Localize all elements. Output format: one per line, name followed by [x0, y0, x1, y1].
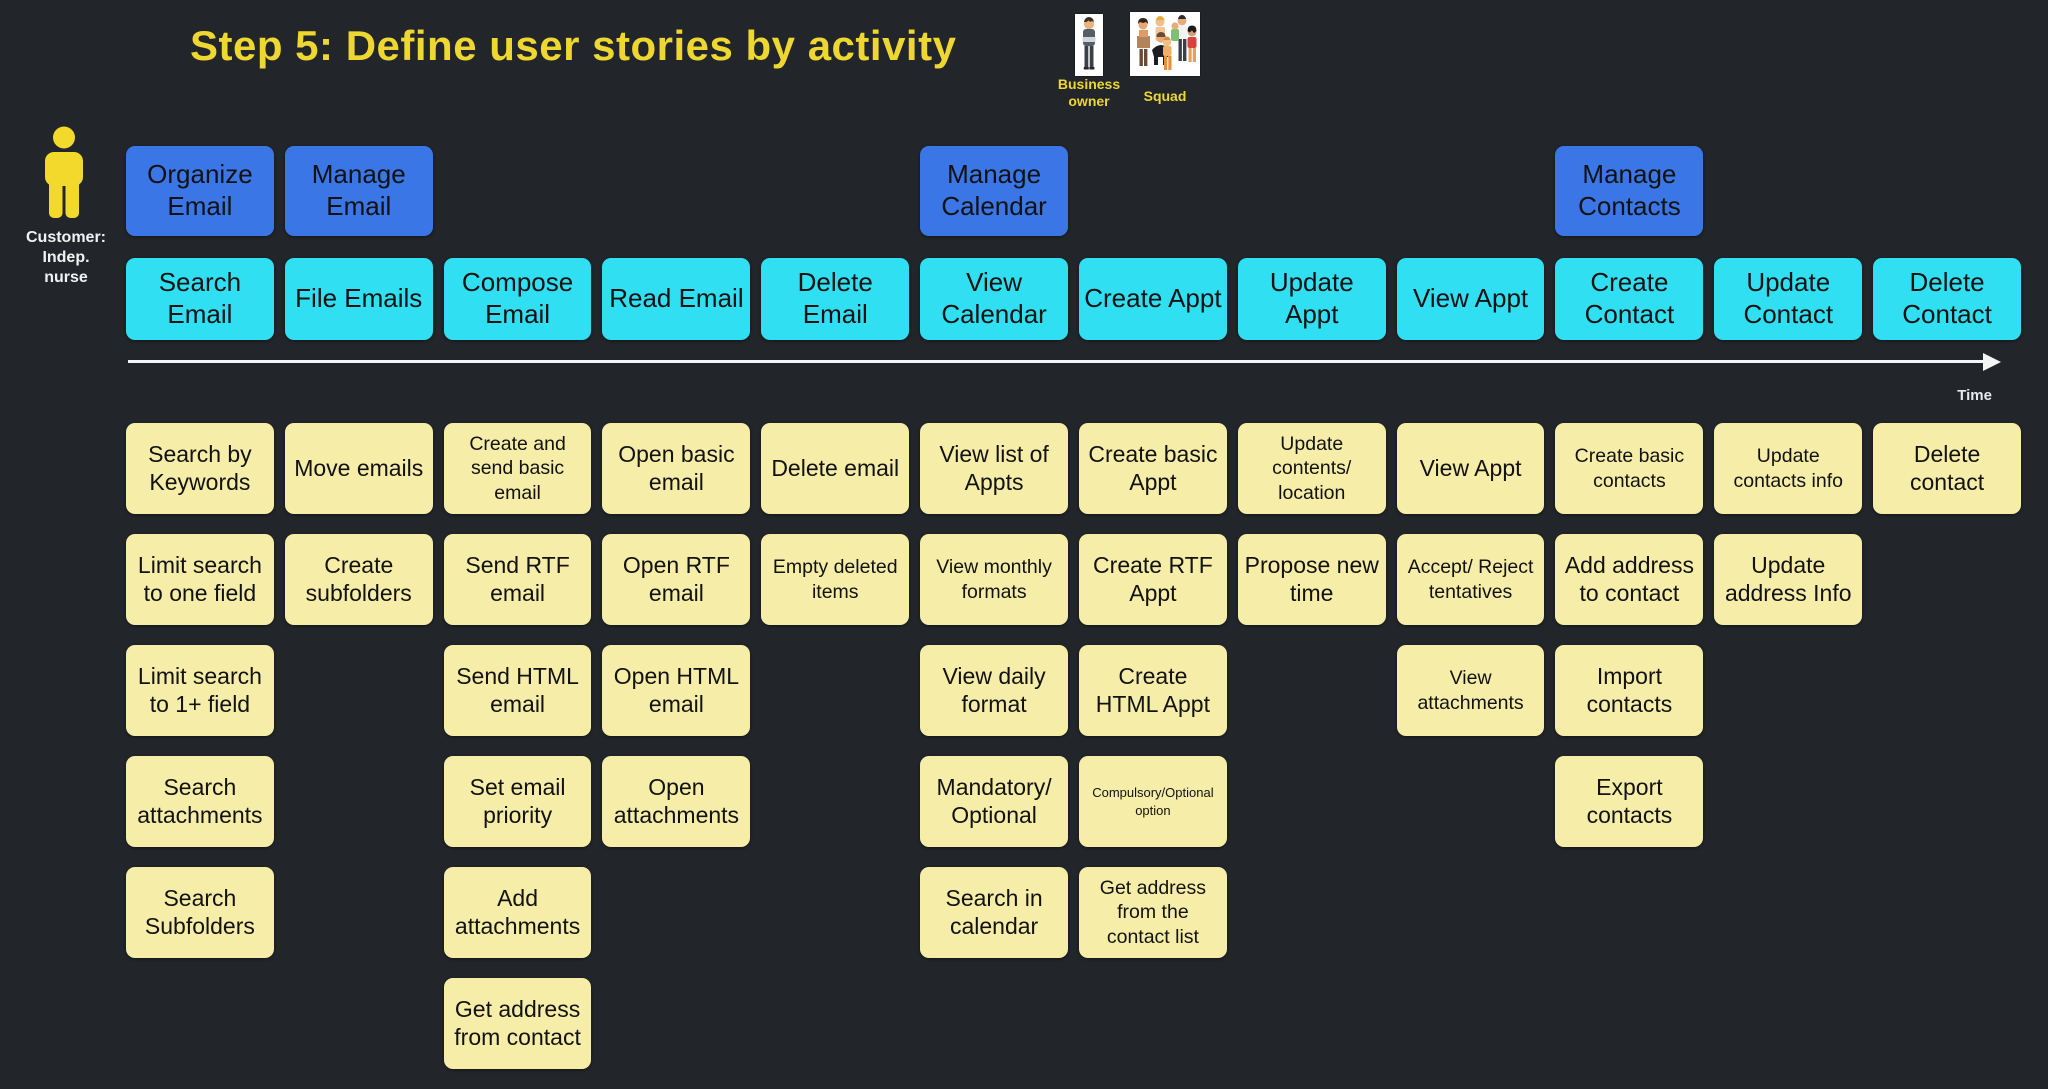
story-card[interactable]: Open basic email [602, 423, 751, 514]
story-card[interactable]: Move emails [284, 423, 433, 514]
arrowhead-icon [1983, 352, 2001, 371]
activity-card[interactable]: Update Contact [1714, 258, 1863, 340]
story-card[interactable]: Search Subfolders [126, 867, 274, 958]
story-card[interactable]: Add address to contact [1555, 534, 1704, 625]
story-card[interactable]: View monthly formats [920, 534, 1068, 625]
story-card[interactable]: Update contents/ location [1237, 423, 1386, 514]
business-owner-illustration [1075, 14, 1103, 76]
customer-label-line3: nurse [44, 269, 88, 286]
epic-card[interactable]: Organize Email [126, 146, 274, 236]
story-card[interactable]: Compulsory/Optional option [1078, 756, 1227, 847]
business-owner-label: Business owner [1057, 76, 1121, 109]
story-card[interactable]: Search attachments [126, 756, 274, 847]
story-card[interactable]: Search in calendar [920, 867, 1068, 958]
epic-card[interactable]: Manage Calendar [920, 146, 1068, 236]
epic-card[interactable]: Manage Contacts [1555, 146, 1704, 236]
story-card[interactable]: Limit search to one field [126, 534, 274, 625]
story-card[interactable]: Open RTF email [602, 534, 751, 625]
customer-label-line1: Customer: [25, 229, 106, 246]
squad-illustration [1130, 12, 1200, 76]
story-card[interactable]: Update address Info [1714, 534, 1863, 625]
activity-card[interactable]: Search Email [126, 258, 274, 340]
activity-card[interactable]: Update Appt [1237, 258, 1386, 340]
story-card[interactable]: Add attachments [443, 867, 592, 958]
story-card[interactable]: Create RTF Appt [1078, 534, 1227, 625]
squad-image[interactable] [1130, 12, 1200, 76]
customer-label-line2: Indep. [42, 249, 90, 266]
story-card[interactable]: Open HTML email [602, 645, 751, 736]
story-card[interactable]: Send RTF email [443, 534, 592, 625]
story-card[interactable]: Set email priority [443, 756, 592, 847]
story-card[interactable]: Propose new time [1237, 534, 1386, 625]
activity-card[interactable]: Delete Contact [1873, 258, 2021, 340]
story-card[interactable]: Empty deleted items [761, 534, 910, 625]
activity-card[interactable]: View Calendar [920, 258, 1068, 340]
activity-card[interactable]: Read Email [602, 258, 751, 340]
customer-label: Customer: Indep. nurse [8, 228, 124, 288]
story-card[interactable]: Delete contact [1873, 423, 2021, 514]
activity-card[interactable]: Delete Email [761, 258, 910, 340]
story-card[interactable]: Send HTML email [443, 645, 592, 736]
activity-card[interactable]: File Emails [284, 258, 433, 340]
story-card[interactable]: View attachments [1396, 645, 1545, 736]
story-card[interactable]: Limit search to 1+ field [126, 645, 274, 736]
story-card[interactable]: Update contacts info [1714, 423, 1863, 514]
story-card[interactable]: View Appt [1396, 423, 1545, 514]
story-card[interactable]: Create and send basic email [443, 423, 592, 514]
story-card[interactable]: Get address from contact [443, 978, 592, 1069]
story-card[interactable]: View daily format [920, 645, 1068, 736]
story-card[interactable]: View list of Appts [920, 423, 1068, 514]
story-card[interactable]: Import contacts [1555, 645, 1704, 736]
story-card[interactable]: Delete email [761, 423, 910, 514]
story-card[interactable]: Create HTML Appt [1078, 645, 1227, 736]
story-card[interactable]: Create basic contacts [1555, 423, 1704, 514]
story-card[interactable]: Get address from the contact list [1078, 867, 1227, 958]
story-card[interactable]: Export contacts [1555, 756, 1704, 847]
activity-card[interactable]: View Appt [1396, 258, 1545, 340]
story-card[interactable]: Accept/ Reject tentatives [1396, 534, 1545, 625]
story-card[interactable]: Mandatory/ Optional [920, 756, 1068, 847]
activity-card[interactable]: Compose Email [443, 258, 592, 340]
activity-card[interactable]: Create Contact [1555, 258, 1704, 340]
story-card[interactable]: Create basic Appt [1078, 423, 1227, 514]
time-label: Time [1957, 387, 1992, 404]
activity-card[interactable]: Create Appt [1078, 258, 1227, 340]
story-card[interactable]: Search by Keywords [126, 423, 274, 514]
customer-person-icon[interactable] [44, 126, 84, 227]
squad-label: Squad [1143, 88, 1187, 104]
story-card[interactable]: Open attachments [602, 756, 751, 847]
epic-card[interactable]: Manage Email [284, 146, 433, 236]
story-card[interactable]: Create subfolders [284, 534, 433, 625]
business-owner-image[interactable] [1075, 14, 1103, 76]
page-title: Step 5: Define user stories by activity [190, 22, 957, 69]
timeline-arrow [128, 352, 2001, 371]
